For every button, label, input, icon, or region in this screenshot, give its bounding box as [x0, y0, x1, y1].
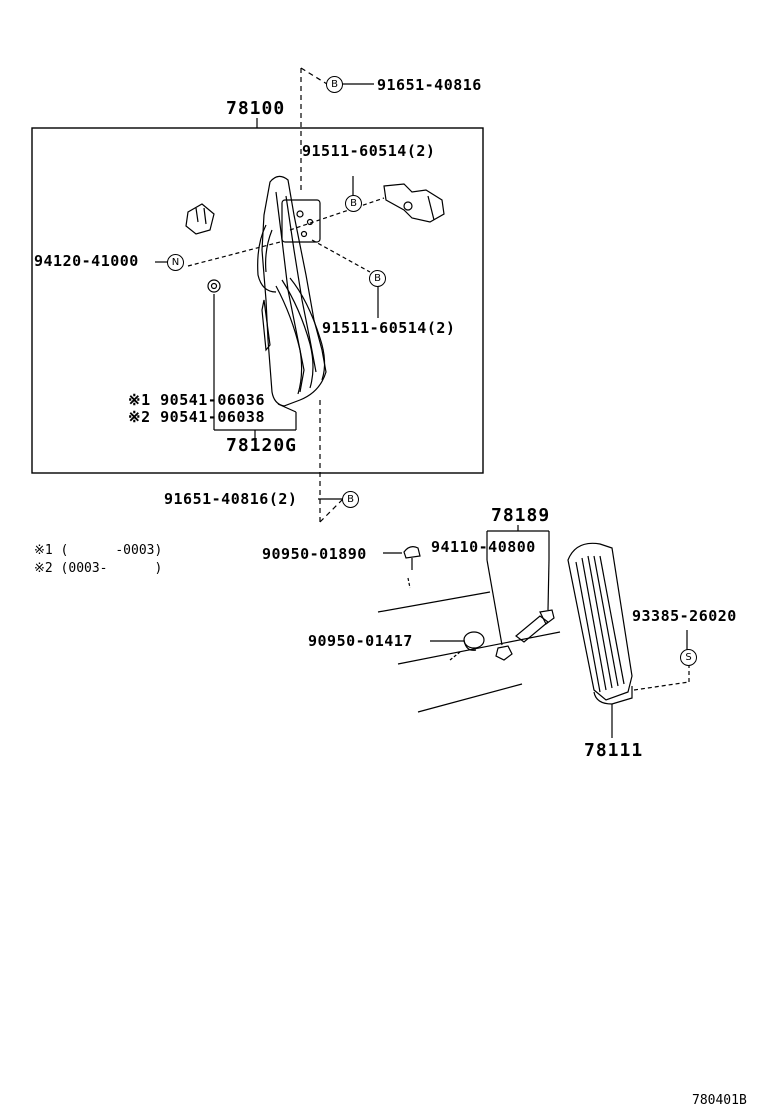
- floor-panel-lines: [377, 591, 561, 713]
- connector-right: [383, 183, 445, 223]
- label-91651-40816-top: 91651-40816: [377, 76, 482, 94]
- label-94120-41000: 94120-41000: [34, 252, 139, 270]
- bolt-94110: [495, 609, 555, 661]
- callout-b-upper: B: [345, 195, 362, 212]
- label-90950-01890: 90950-01890: [262, 545, 367, 563]
- label-78100: 78100: [226, 98, 286, 119]
- label-93385-26020: 93385-26020: [632, 607, 737, 625]
- pedal-arm-assembly: [257, 175, 327, 407]
- callout-n: N: [167, 254, 184, 271]
- label-91511-60514-top: 91511-60514(2): [302, 142, 436, 160]
- label-94110-40800: 94110-40800: [431, 538, 536, 556]
- label-78111: 78111: [584, 740, 644, 761]
- figure-code: 780401B: [692, 1093, 747, 1108]
- nut-94120: [207, 279, 221, 293]
- connector-left: [185, 203, 215, 235]
- label-91511-60514-mid: 91511-60514(2): [322, 319, 456, 337]
- note-2: ※2 (0003- ): [34, 561, 163, 576]
- note-1: ※1 ( -0003): [34, 543, 163, 558]
- cushion-90950-01417: [430, 631, 485, 661]
- callout-s: S: [680, 649, 697, 666]
- label-90541-06038: ※2 90541-06038: [128, 408, 265, 426]
- clip-90950-01890: [383, 546, 421, 589]
- callout-b-top: B: [326, 76, 343, 93]
- pedal-pad-78111: [567, 542, 633, 738]
- label-78189: 78189: [491, 505, 551, 526]
- label-78120g: 78120G: [226, 435, 298, 456]
- label-90541-06036: ※1 90541-06036: [128, 391, 265, 409]
- label-90950-01417: 90950-01417: [308, 632, 413, 650]
- label-91651-40816-bottom: 91651-40816(2): [164, 490, 298, 508]
- callout-b-bottom: B: [342, 491, 359, 508]
- callout-b-mid: B: [369, 270, 386, 287]
